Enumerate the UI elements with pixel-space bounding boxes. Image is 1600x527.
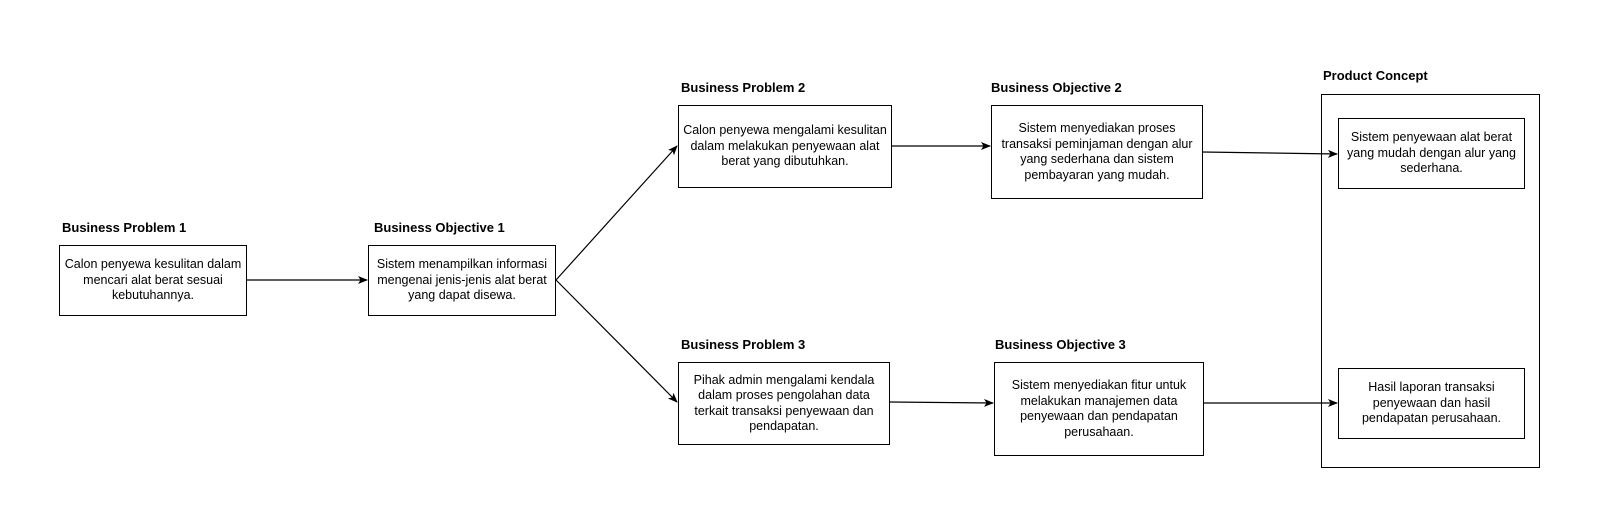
arrow-bo1-to-bp3: [555, 279, 678, 403]
box-business-problem-3-text: Pihak admin mengalami kendala dalam pros…: [693, 372, 875, 434]
heading-business-problem-2: Business Problem 2: [681, 80, 806, 95]
box-business-objective-3: Sistem menyediakan fitur untuk melakukan…: [994, 362, 1204, 456]
product-concept-container: [1321, 94, 1540, 468]
heading-business-objective-1: Business Objective 1: [374, 220, 505, 235]
heading-business-problem-1: Business Problem 1: [62, 220, 187, 235]
box-business-problem-2-text: Calon penyewa mengalami kesulitan dalam …: [683, 123, 887, 169]
box-business-problem-1: Calon penyewa kesulitan dalam mencari al…: [59, 245, 247, 316]
box-business-objective-2: Sistem menyediakan proses transaksi pemi…: [991, 105, 1203, 199]
arrow-bp3-to-bo3: [888, 398, 994, 407]
heading-product-concept: Product Concept: [1323, 68, 1428, 83]
box-product-concept-2: Hasil laporan transaksi penyewaan dan ha…: [1338, 368, 1525, 439]
box-business-objective-1: Sistem menampilkan informasi mengenai je…: [368, 245, 556, 316]
box-product-concept-1-text: Sistem penyewaan alat berat yang mudah d…: [1347, 130, 1516, 176]
box-business-problem-3: Pihak admin mengalami kendala dalam pros…: [678, 362, 890, 445]
heading-business-problem-3: Business Problem 3: [681, 337, 806, 352]
box-business-objective-2-text: Sistem menyediakan proses transaksi pemi…: [1001, 121, 1193, 182]
box-business-problem-2: Calon penyewa mengalami kesulitan dalam …: [678, 105, 892, 188]
box-business-problem-1-text: Calon penyewa kesulitan dalam mencari al…: [64, 257, 242, 303]
box-product-concept-1: Sistem penyewaan alat berat yang mudah d…: [1338, 118, 1525, 189]
box-business-objective-1-text: Sistem menampilkan informasi mengenai je…: [376, 257, 548, 303]
heading-business-objective-3: Business Objective 3: [995, 337, 1126, 352]
box-business-objective-3-text: Sistem menyediakan fitur untuk melakukan…: [1011, 378, 1187, 439]
arrow-bo1-to-bp2: [555, 145, 678, 281]
heading-business-objective-2: Business Objective 2: [991, 80, 1122, 95]
box-product-concept-2-text: Hasil laporan transaksi penyewaan dan ha…: [1361, 380, 1501, 426]
arrow-bo2-to-concept1: [1201, 149, 1338, 158]
